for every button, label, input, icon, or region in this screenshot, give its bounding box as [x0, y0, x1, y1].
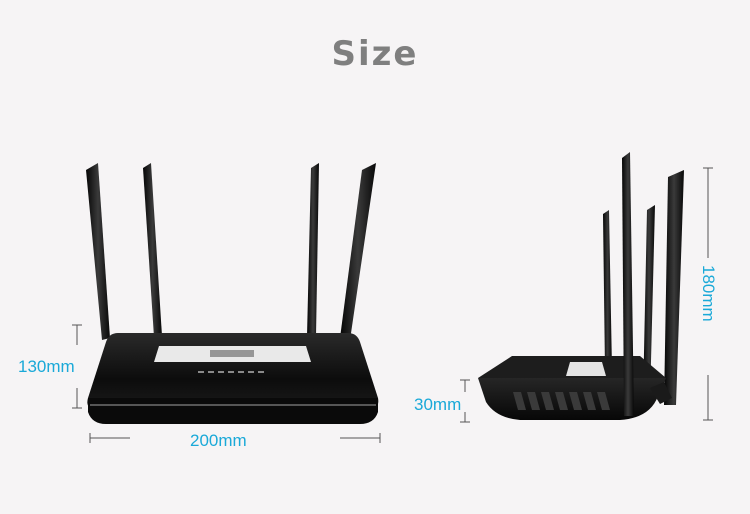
side-height-label: 180mm	[699, 265, 718, 322]
side-antenna-rear-3	[664, 170, 684, 405]
antenna-2	[143, 163, 162, 337]
front-height-marker	[72, 324, 82, 409]
page-title: Size	[331, 34, 419, 74]
antenna-1	[86, 163, 110, 340]
side-height-marker	[703, 167, 713, 421]
side-vents	[513, 392, 610, 410]
side-antenna-rear-1	[603, 210, 612, 370]
front-width-marker	[89, 433, 381, 443]
side-depth-label: 30mm	[414, 395, 462, 414]
side-antenna-rear-2	[643, 205, 655, 400]
antenna-4	[340, 163, 376, 340]
router-side-view	[478, 152, 684, 420]
antenna-3	[307, 163, 319, 337]
side-depth-marker	[460, 379, 470, 423]
front-height-label: 130mm	[18, 357, 75, 376]
router-front-view	[86, 163, 379, 424]
side-antenna-front	[622, 152, 634, 416]
front-width-label: 200mm	[190, 431, 247, 450]
indicator-lights	[198, 371, 264, 373]
